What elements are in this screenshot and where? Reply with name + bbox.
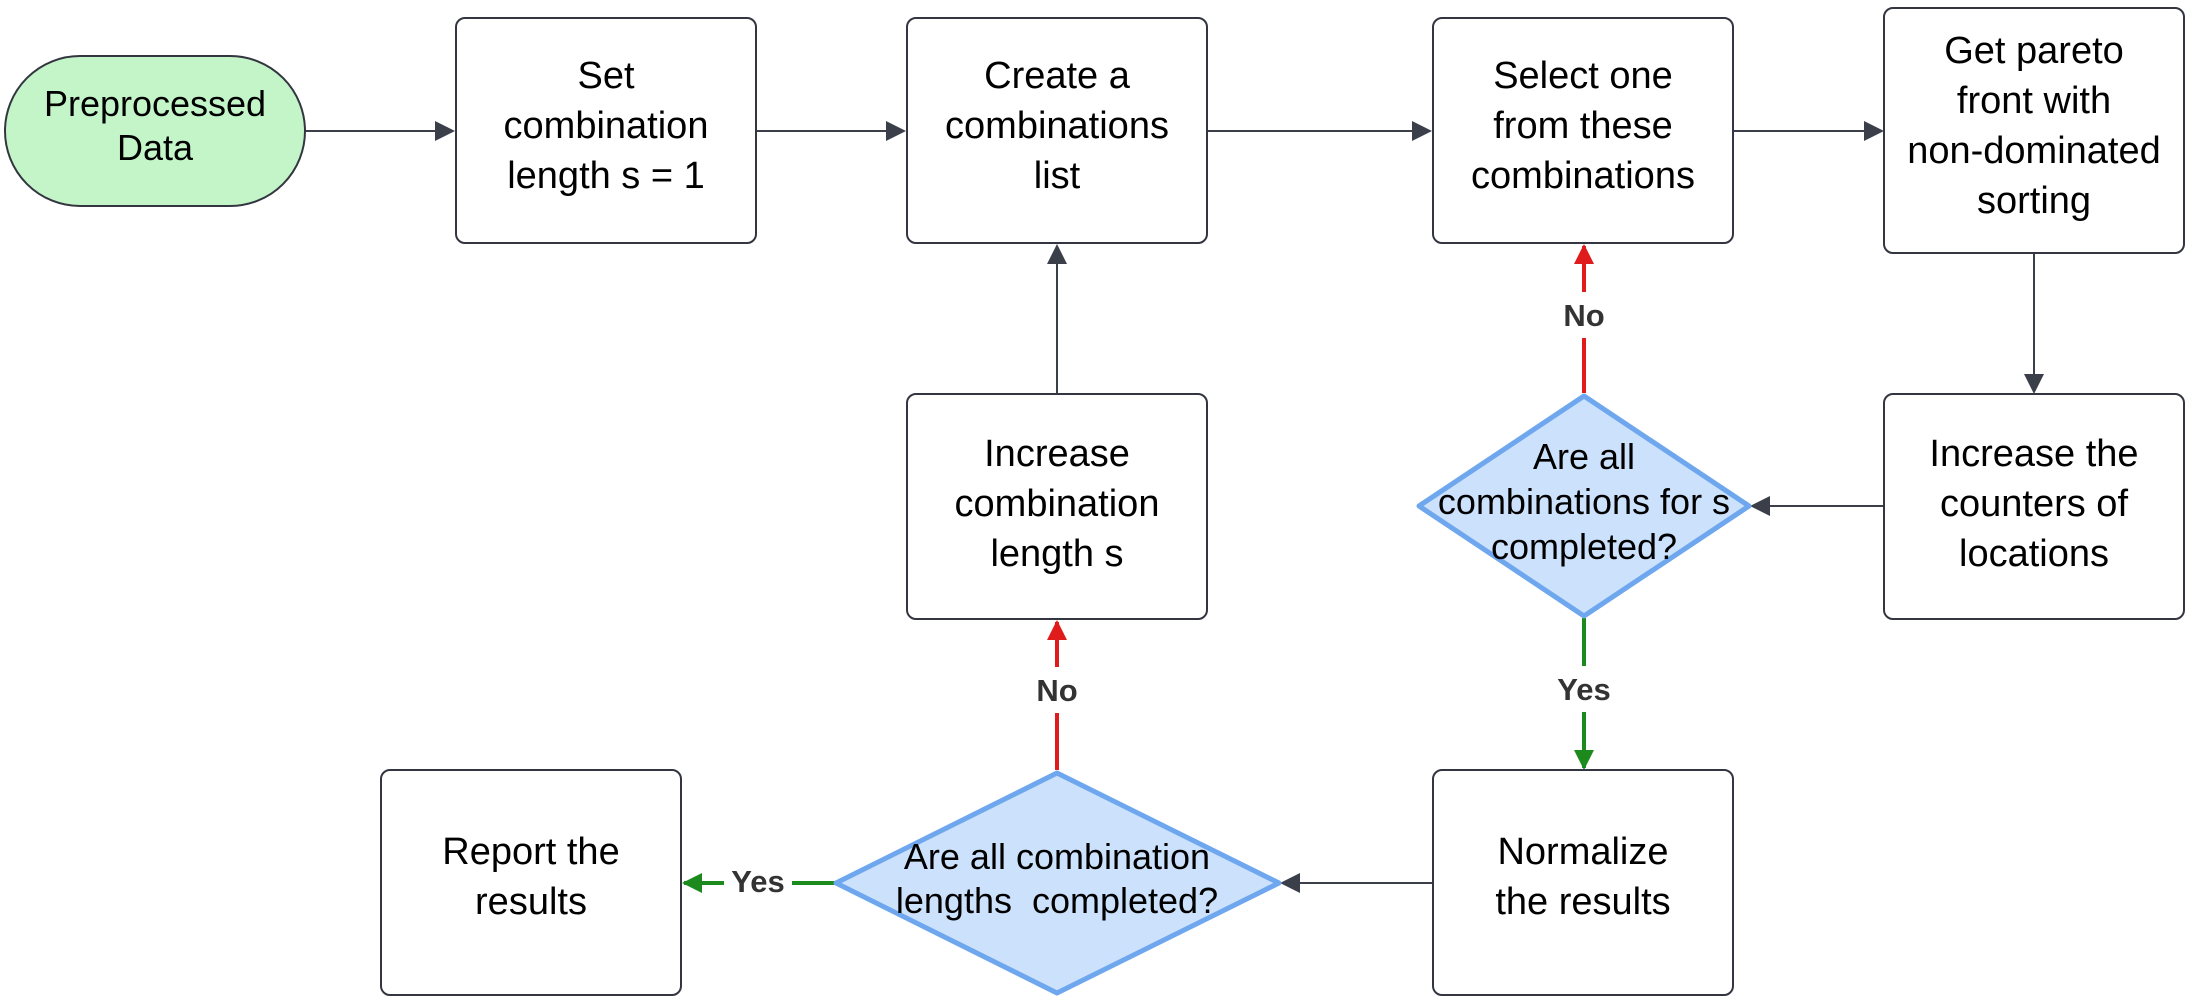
increase-counters-line-3: locations: [1959, 533, 2109, 575]
label-no-combinations: No: [1563, 298, 1604, 333]
node-create-list: Create a combinations list: [906, 17, 1208, 244]
node-preprocessed-data: Preprocessed Data: [4, 55, 306, 207]
node-pareto-front: Get pareto front with non-dominated sort…: [1883, 7, 2185, 254]
pareto-front-line-2: front with: [1957, 80, 2111, 122]
pareto-front-line-1: Get pareto: [1944, 30, 2124, 72]
all-lengths-line-1: Are all combination: [904, 836, 1210, 877]
create-list-line-1: Create a: [984, 55, 1131, 97]
normalize-line-2: the results: [1495, 881, 1670, 923]
preprocessed-data-line-1: Preprocessed: [44, 83, 266, 124]
preprocessed-data-line-2: Data: [117, 127, 194, 168]
all-combinations-line-3: completed?: [1491, 526, 1677, 567]
label-yes-lengths: Yes: [731, 864, 784, 899]
pareto-front-line-3: non-dominated: [1907, 130, 2161, 172]
increase-length-line-2: combination: [955, 483, 1160, 525]
increase-length-line-3: length s: [990, 533, 1123, 575]
label-yes-combinations: Yes: [1557, 672, 1610, 707]
all-combinations-line-1: Are all: [1533, 436, 1635, 477]
node-normalize: Normalize the results: [1432, 769, 1734, 996]
select-one-line-1: Select one: [1493, 55, 1673, 97]
edge-labels: No Yes No Yes: [724, 292, 1622, 906]
increase-length-line-1: Increase: [984, 433, 1130, 475]
select-one-line-3: combinations: [1471, 155, 1695, 197]
node-all-lengths-decision: Are all combination lengths completed?: [833, 770, 1282, 996]
report-line-1: Report the: [442, 831, 619, 873]
create-list-line-2: combinations: [945, 105, 1169, 147]
set-length-line-1: Set: [577, 55, 634, 97]
select-one-line-2: from these: [1493, 105, 1673, 147]
create-list-line-3: list: [1034, 155, 1081, 197]
node-report: Report the results: [380, 769, 682, 996]
label-no-lengths: No: [1036, 673, 1077, 708]
increase-counters-line-2: counters of: [1940, 483, 2128, 525]
set-length-line-3: length s = 1: [507, 155, 705, 197]
set-length-line-2: combination: [504, 105, 709, 147]
node-set-length: Set combination length s = 1: [455, 17, 757, 244]
node-increase-counters: Increase the counters of locations: [1883, 393, 2185, 620]
increase-counters-line-1: Increase the: [1929, 433, 2138, 475]
report-line-2: results: [475, 881, 587, 923]
pareto-front-line-4: sorting: [1977, 180, 2091, 222]
all-lengths-line-2: lengths completed?: [896, 880, 1218, 921]
node-increase-length: Increase combination length s: [906, 393, 1208, 620]
node-all-combinations-decision: Are all combinations for s completed?: [1416, 393, 1752, 619]
all-combinations-line-2: combinations for s: [1438, 481, 1730, 522]
node-select-one: Select one from these combinations: [1432, 17, 1734, 244]
normalize-line-1: Normalize: [1497, 831, 1668, 873]
